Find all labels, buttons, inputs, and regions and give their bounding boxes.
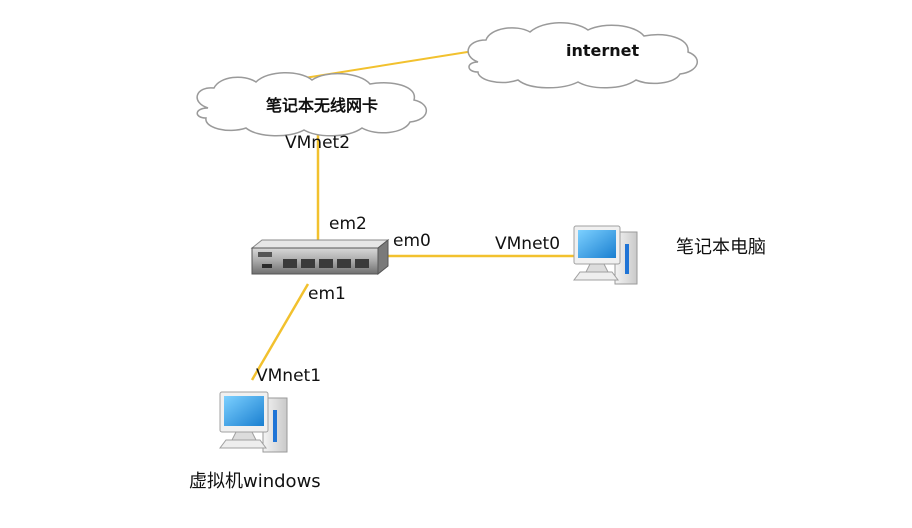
vm-computer-icon <box>219 391 288 453</box>
wireless-nic-label: 笔记本无线网卡 <box>266 96 379 115</box>
firewall-device <box>250 238 390 276</box>
vm-windows-label: 虚拟机windows <box>189 471 321 492</box>
vmnet0-label: VMnet0 <box>495 234 561 254</box>
internet-label: internet <box>566 41 640 60</box>
em1-label: em1 <box>308 284 346 304</box>
laptop-label: 笔记本电脑 <box>676 237 766 258</box>
em2-label: em2 <box>329 214 367 234</box>
vmnet1-label: VMnet1 <box>256 366 322 386</box>
vmnet2-label: VMnet2 <box>285 133 351 153</box>
wireless-nic-cloud <box>196 72 427 137</box>
link-firewall-to-vm <box>250 283 310 381</box>
laptop-computer-icon <box>573 225 638 285</box>
em0-label: em0 <box>393 231 431 251</box>
internet-cloud <box>467 22 698 89</box>
